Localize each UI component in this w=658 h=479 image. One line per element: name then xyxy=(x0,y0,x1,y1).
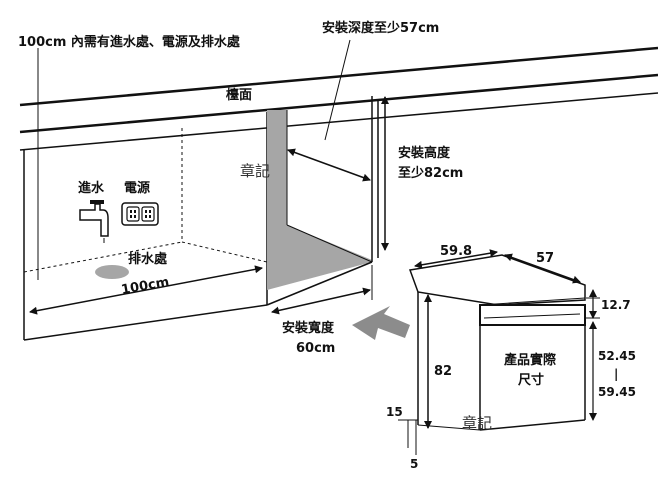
watermark-bottom: 章記 xyxy=(462,414,492,432)
dishwasher-slot xyxy=(266,96,379,306)
product-size-label-2: 尺寸 xyxy=(518,372,544,388)
utilities-note: 100cm 內需有進水處、電源及排水處 xyxy=(18,34,241,50)
install-width-value: 60cm xyxy=(296,341,335,356)
dishwasher-body xyxy=(408,254,586,431)
dim-top-label: 12.7 xyxy=(601,298,631,312)
door-range-bottom: 59.45 xyxy=(598,385,636,399)
power-outlet-icon xyxy=(121,202,159,226)
drain-label: 排水處 xyxy=(128,251,168,267)
dim-height-label: 82 xyxy=(434,364,452,379)
kick-dimension xyxy=(398,419,418,455)
direction-arrow-icon xyxy=(352,306,410,340)
dim-depth-arrow xyxy=(504,253,581,284)
dim-depth-label: 57 xyxy=(536,251,554,266)
install-height-label: 安裝高度 xyxy=(398,145,451,161)
min-depth-label: 安裝深度至少57cm xyxy=(322,20,439,36)
depth-leader xyxy=(324,39,351,141)
dim-width-arrow xyxy=(414,249,498,269)
install-width-label: 安裝寬度 xyxy=(282,320,335,336)
dim-width-label: 59.8 xyxy=(440,244,472,259)
door-range-top: 52.45 xyxy=(598,349,636,363)
width-arrow xyxy=(271,287,371,315)
door-range-sep: | xyxy=(614,367,618,381)
span-label: 100cm xyxy=(120,275,170,298)
kick-height-label: 15 xyxy=(386,405,403,419)
drain-icon xyxy=(95,265,129,279)
countertop-label: 檯面 xyxy=(225,87,252,103)
water-inlet-label: 進水 xyxy=(78,180,105,196)
depth-arrow xyxy=(287,148,371,182)
span-arrow xyxy=(29,265,263,315)
watermark-top: 章記 xyxy=(240,162,270,180)
faucet-icon xyxy=(79,200,109,243)
countertop xyxy=(19,46,658,151)
kick-depth-label: 5 xyxy=(410,457,418,471)
install-height-value: 至少82cm xyxy=(398,165,463,181)
power-label: 電源 xyxy=(124,180,150,196)
product-size-label: 產品實際 xyxy=(503,352,557,368)
